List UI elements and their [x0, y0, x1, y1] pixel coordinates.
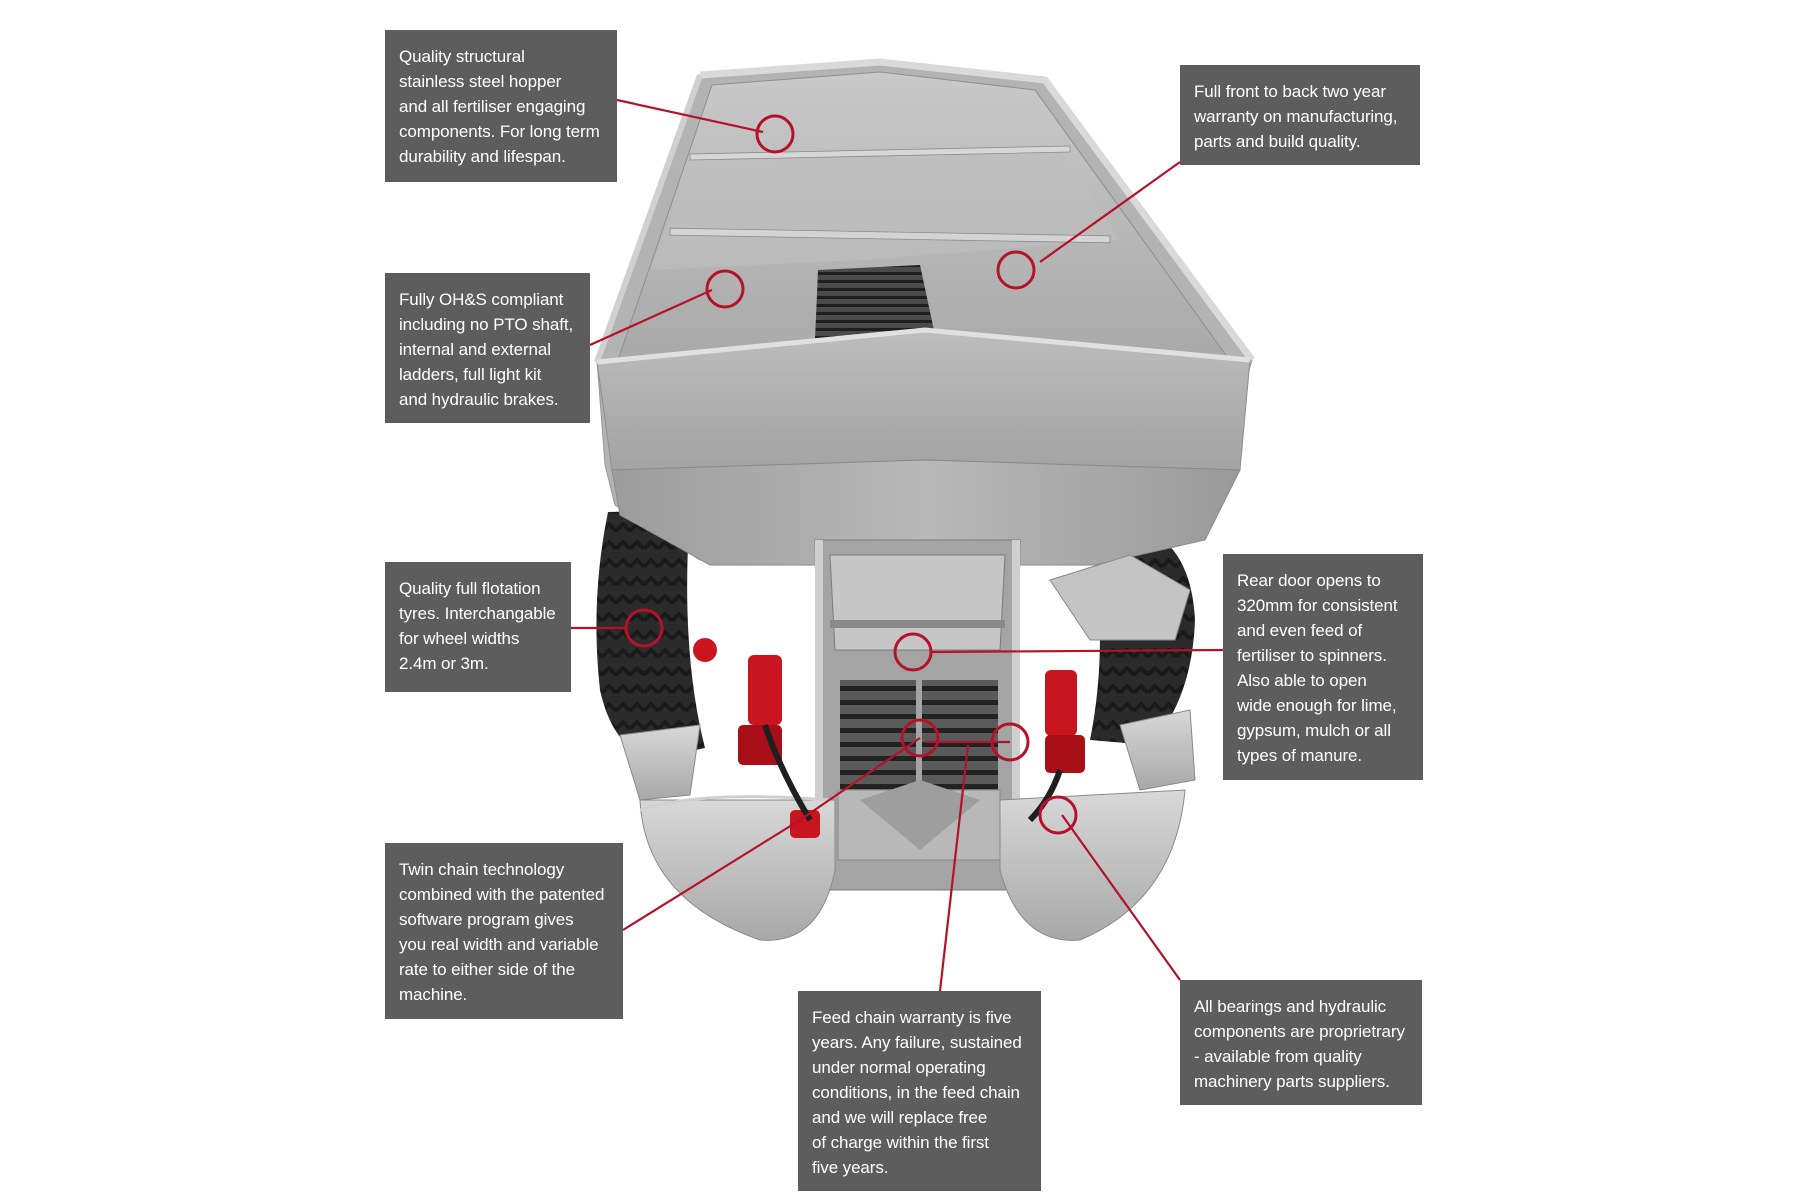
leader-ohs — [589, 288, 713, 347]
callout-hopper: Quality structural stainless steel hoppe… — [385, 30, 617, 182]
leader-warranty — [1039, 161, 1181, 263]
leader-twin-chain — [622, 737, 921, 931]
leader-rear-door — [929, 648, 1224, 654]
leader-hopper — [616, 98, 764, 134]
marker-bearings — [1038, 795, 1078, 835]
hopper-body — [594, 58, 1255, 566]
left-tyre — [596, 510, 705, 760]
marker-twin-chain-left — [900, 718, 940, 758]
leader-bearings — [1061, 814, 1181, 981]
marker-hopper — [755, 114, 795, 154]
marker-rear-door — [893, 632, 933, 672]
left-hydraulic-motor — [693, 638, 820, 838]
callout-warranty: Full front to back two year warranty on … — [1180, 65, 1420, 165]
marker-ohs — [705, 269, 745, 309]
callout-bearings: All bearings and hydraulic components ar… — [1180, 980, 1422, 1105]
callout-ohs: Fully OH&S compliant including no PTO sh… — [385, 273, 590, 423]
right-hydraulic-motor — [1027, 670, 1085, 823]
rear-door-housing — [814, 539, 1021, 891]
marker-circles — [624, 114, 1078, 835]
leader-feed-chain — [938, 744, 970, 992]
callout-rear-door: Rear door opens to 320mm for consistent … — [1223, 554, 1423, 780]
callout-tyres: Quality full flotation tyres. Interchang… — [385, 562, 571, 692]
callout-twin-chain: Twin chain technology combined with the … — [385, 843, 623, 1019]
marker-tyres — [624, 608, 664, 648]
right-spinner — [999, 554, 1196, 941]
left-feed-chain — [840, 680, 916, 790]
marker-warranty — [996, 250, 1036, 290]
leader-lines — [571, 98, 1224, 992]
marker-twin-chain-right — [990, 722, 1030, 762]
left-spinner — [619, 724, 836, 941]
right-feed-chain — [922, 680, 998, 790]
callout-feed-chain: Feed chain warranty is five years. Any f… — [798, 991, 1041, 1191]
